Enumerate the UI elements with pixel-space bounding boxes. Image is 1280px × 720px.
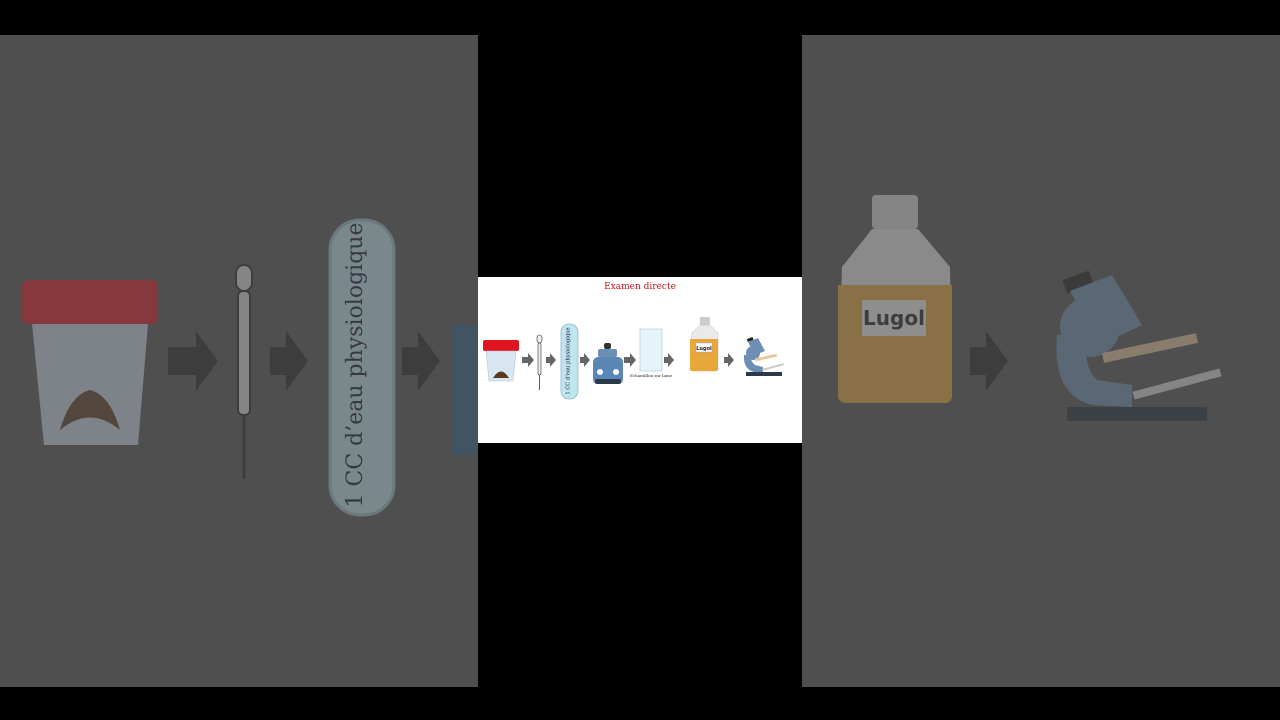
diagram-steps: 1 CC d’eau physiologique Echantillon sur… [483,317,784,400]
arrow-icon [546,353,556,367]
arrow-icon [970,331,1008,391]
right-background-zoomed-diagram: Lugol [838,195,1222,421]
vortex-mixer-icon [593,343,623,384]
arrow-icon [664,353,674,367]
arrow-icon [168,331,218,391]
stool-sample-container-icon [483,340,519,382]
left-background-zoomed-diagram: 1 CC d’eau physiologique [22,218,478,517]
arrow-icon [580,353,590,367]
lugol-label-large: Lugol [863,306,925,330]
lugol-label: Lugol [696,346,712,352]
arrow-icon [624,353,636,367]
arrow-icon [724,353,734,367]
arrow-icon [270,331,308,391]
microscope-icon [1056,270,1222,421]
lugol-bottle-icon: Lugol [689,317,719,372]
arrow-icon [522,353,534,367]
diagram-title: Examen directe [604,282,676,292]
slide-caption: Echantillon sur lame [630,373,673,378]
tube-label: 1 CC d’eau physiologique [566,327,572,394]
right-background-panel: Lugol [802,35,1280,687]
tube-label-large: 1 CC d’eau physiologique [343,223,368,508]
lugol-bottle-icon: Lugol [838,195,952,403]
test-tube-icon: 1 CC d’eau physiologique [560,323,579,400]
left-background-panel: 1 CC d’eau physiologique [0,35,478,687]
microscope-icon [743,337,784,376]
stool-sample-container-icon [22,280,158,445]
pipette-icon [235,264,253,479]
glass-slide-icon [639,328,663,372]
arrow-icon [402,331,440,391]
pipette-icon [536,334,543,390]
diagram-panel: Examen directe 1 CC d’eau physiologique [478,277,802,443]
test-tube-icon: 1 CC d’eau physiologique [328,218,396,517]
